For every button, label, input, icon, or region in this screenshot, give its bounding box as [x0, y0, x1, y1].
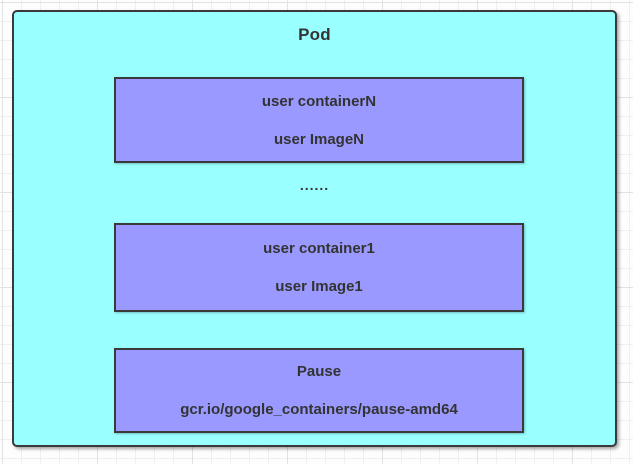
- container-box-user-containerN: user containerN user ImageN: [114, 77, 524, 163]
- container-image-label: user Image1: [275, 278, 363, 295]
- pod-box: Pod user containerN user ImageN ...... u…: [12, 10, 617, 447]
- container-image-label: gcr.io/google_containers/pause-amd64: [180, 401, 458, 418]
- container-image-label: user ImageN: [273, 130, 365, 148]
- ellipsis-label: ......: [299, 177, 330, 193]
- container-box-pause: Pause gcr.io/google_containers/pause-amd…: [114, 348, 524, 433]
- container-box-user-container1: user container1 user Image1: [114, 223, 524, 312]
- container-name-label: user container1: [263, 240, 375, 257]
- container-name-label: user containerN: [261, 92, 377, 110]
- container-name-label: Pause: [296, 363, 342, 380]
- pod-title: Pod: [298, 25, 331, 44]
